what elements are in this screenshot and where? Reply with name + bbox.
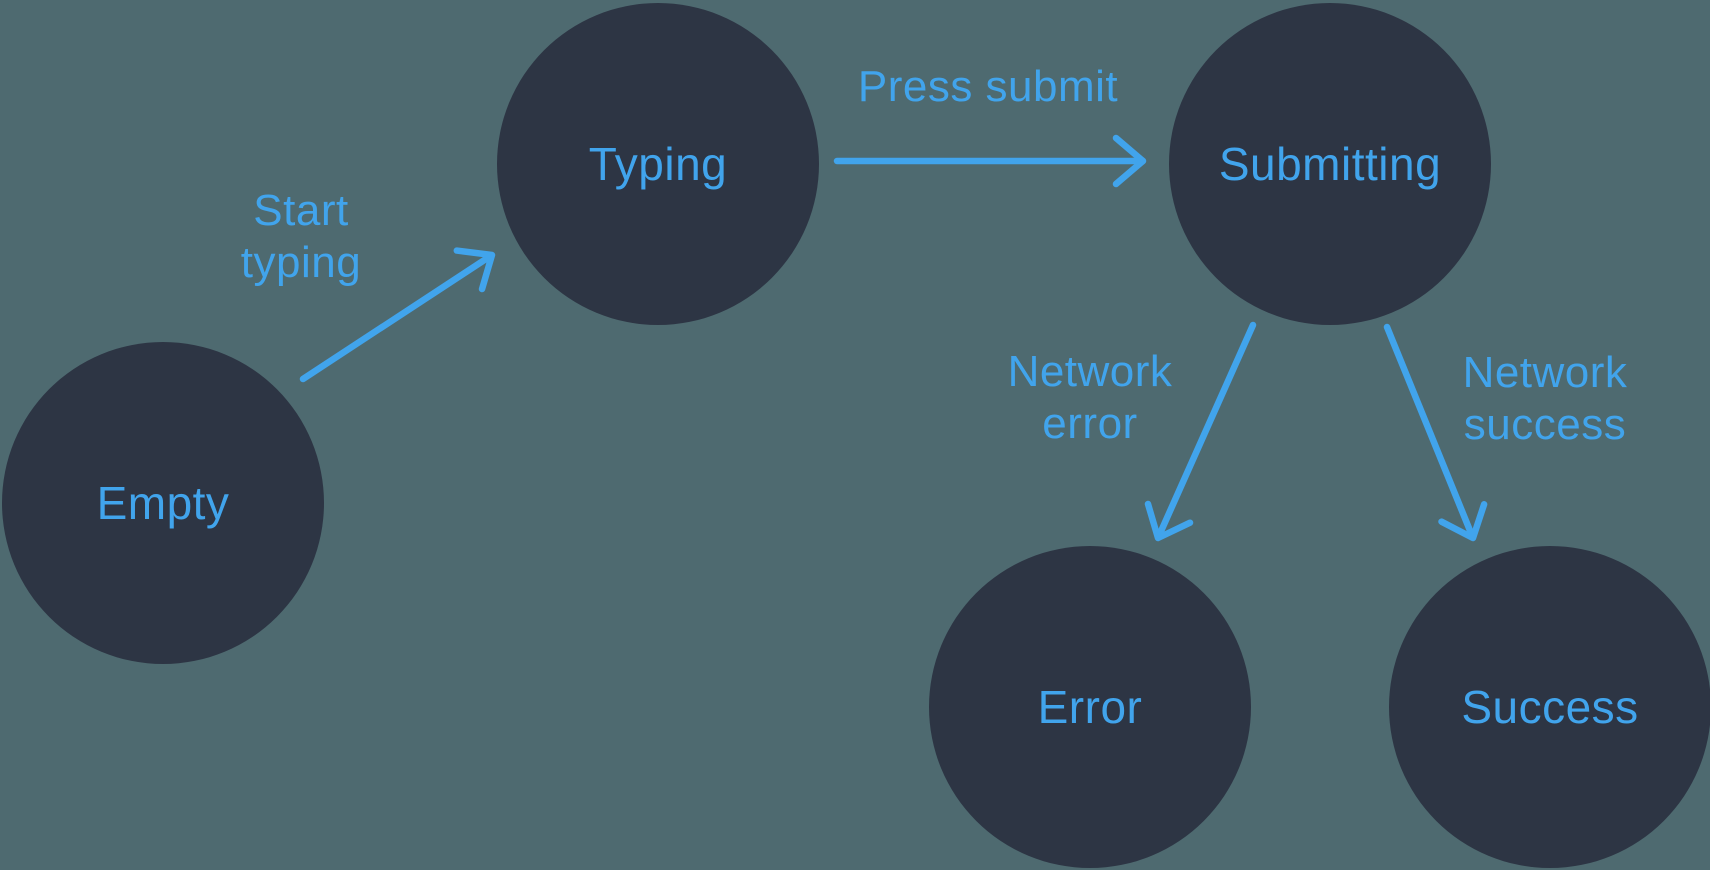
edge-arrowhead-press-submit — [1112, 134, 1147, 188]
state-node-success: Success — [1389, 546, 1710, 868]
state-node-label-typing: Typing — [588, 138, 728, 190]
edge-label-start-typing: Start typing — [240, 186, 362, 287]
edge-arrowhead-network-success — [1438, 501, 1488, 542]
state-node-label-submitting: Submitting — [1218, 138, 1442, 190]
state-node-submitting: Submitting — [1169, 3, 1491, 325]
state-node-label-success: Success — [1461, 681, 1639, 733]
edge-arrowhead-network-error — [1144, 500, 1194, 542]
state-node-label-error: Error — [1037, 681, 1143, 733]
edge-line-network-success — [1383, 323, 1476, 540]
state-node-error: Error — [929, 546, 1251, 868]
edge-label-network-success: Network success — [1462, 348, 1628, 449]
edge-label-press-submit: Press submit — [857, 62, 1119, 111]
edge-label-network-error: Network error — [1007, 347, 1173, 448]
state-node-typing: Typing — [497, 3, 819, 325]
state-node-empty: Empty — [2, 342, 324, 664]
state-node-label-empty: Empty — [96, 477, 230, 529]
edge-line-network-error — [1155, 321, 1257, 540]
edge-arrowhead-start-typing — [453, 247, 496, 293]
